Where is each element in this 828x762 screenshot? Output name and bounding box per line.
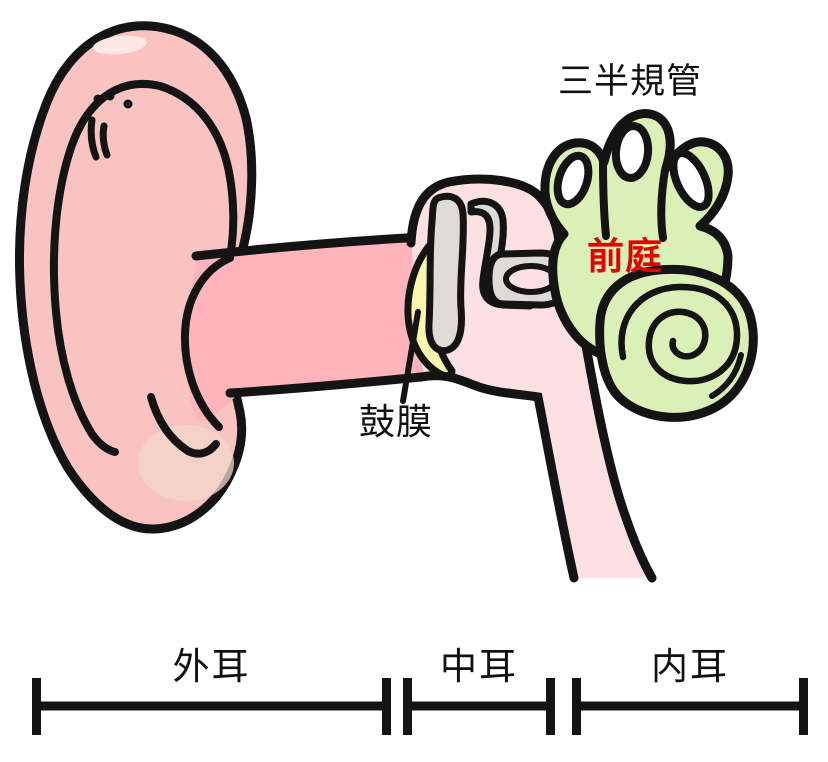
vestibule-label: 前庭: [587, 236, 663, 277]
scale-segment-outer-ear: [32, 678, 391, 735]
inner-ear: [540, 109, 758, 422]
scale-segment-inner-ear: [572, 678, 808, 735]
scale-segment-middle-ear: [403, 678, 555, 735]
pinna-details: [49, 80, 238, 458]
middle-ear-bottom-outline: [416, 371, 579, 583]
detail-dot-3: [123, 99, 133, 109]
semicircular-canal-hole-left: [553, 151, 593, 209]
detail-stroke-1: [87, 116, 100, 161]
ear-canal: [186, 232, 429, 422]
ear-canal-top-edge: [191, 232, 429, 261]
malleus-bone: [425, 192, 467, 355]
region-scale: [32, 678, 808, 735]
cochlea-accent-arc: [709, 352, 744, 399]
inner-helix-right-line: [156, 82, 238, 261]
middle-ear-region-label: 中耳: [440, 646, 518, 687]
semicircular-canal-hole-middle: [611, 122, 653, 182]
detail-dot-1: [93, 94, 103, 104]
detail-stroke-2: [99, 122, 111, 159]
ear-canal-fill: [186, 236, 424, 422]
canal-cleft-right: [657, 166, 669, 242]
concha-line: [180, 254, 234, 431]
detail-dot-2: [105, 91, 115, 101]
semicircular-canals-label: 三半規管: [558, 62, 703, 101]
cochlea-spiral: [618, 283, 741, 385]
eustachian-tube-right-outline: [576, 313, 657, 583]
helix-highlight: [93, 35, 147, 55]
ear-canal-bottom-edge: [225, 372, 426, 398]
semicircular-canal-hole-right: [669, 149, 713, 211]
canal-cleft-left: [599, 159, 610, 240]
outer-ear-region-label: 外耳: [172, 646, 251, 687]
eardrum-label: 鼓膜: [359, 401, 434, 442]
intertragic-notch-line: [147, 393, 220, 458]
inner-ear-region-label: 内耳: [651, 646, 729, 687]
ear-lobe-shadow: [138, 425, 234, 501]
eardrum-pointer-line: [400, 309, 421, 404]
inner-helix-left-line: [49, 80, 164, 456]
